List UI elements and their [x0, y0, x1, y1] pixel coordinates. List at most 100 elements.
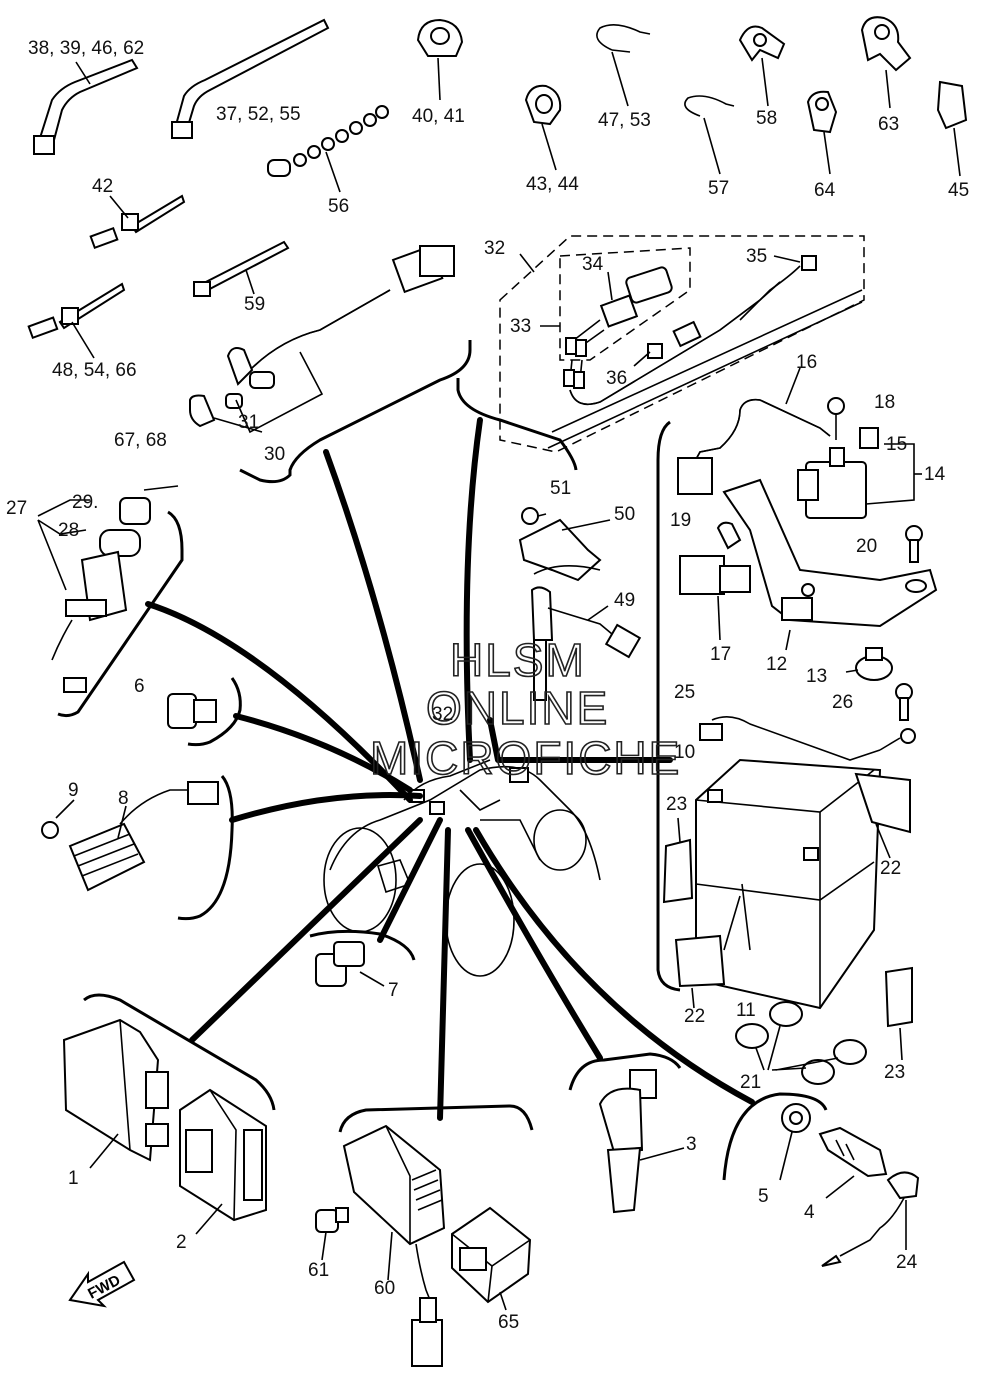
label-16: 16 — [796, 352, 817, 373]
fuse-box-17 — [679, 555, 751, 641]
label-32-top: 32 — [484, 238, 505, 259]
wire-harness-32 — [499, 235, 865, 453]
label-34: 34 — [582, 254, 604, 275]
label-37-52-55: 37, 52, 55 — [216, 104, 301, 125]
harness-lines — [145, 417, 755, 1121]
label-1: 1 — [68, 1168, 79, 1189]
label-3: 3 — [686, 1134, 697, 1155]
speed-sensor-49 — [518, 507, 642, 701]
label-23-left: 23 — [666, 794, 687, 815]
label-58: 58 — [756, 108, 777, 129]
label-63: 63 — [878, 114, 899, 135]
label-22-bottom: 22 — [684, 1006, 705, 1027]
label-65: 65 — [498, 1312, 519, 1333]
cable-tie-48 — [27, 282, 126, 359]
rectifier-regulator-8 — [41, 781, 219, 892]
label-57: 57 — [708, 178, 729, 199]
cable-tie-37 — [171, 18, 330, 139]
bolt-61 — [315, 1207, 349, 1261]
label-27: 27 — [6, 498, 27, 519]
plug-wire-24 — [821, 1171, 920, 1267]
label-51: 51 — [550, 478, 571, 499]
clip-45 — [936, 80, 968, 177]
battery-pad-23a — [662, 817, 694, 904]
label-9: 9 — [68, 780, 79, 801]
label-13: 13 — [806, 666, 827, 687]
thermo-switch-7 — [315, 941, 385, 987]
label-26: 26 — [832, 692, 853, 713]
label-7: 7 — [388, 980, 399, 1001]
label-8: 8 — [118, 788, 129, 809]
starter-relay-14 — [797, 397, 922, 519]
watermark-line-3: MICROFICHE — [370, 732, 681, 784]
watermark-line-2: ONLINE — [426, 682, 609, 734]
battery-pad-22a — [854, 772, 911, 859]
label-42: 42 — [92, 176, 113, 197]
label-40-41: 40, 41 — [412, 106, 465, 127]
clamp-64 — [806, 90, 838, 175]
label-23-bottom: 23 — [884, 1062, 905, 1083]
label-25: 25 — [674, 682, 695, 703]
ignition-coil-3 — [598, 1069, 685, 1214]
label-60: 60 — [374, 1278, 395, 1299]
spark-plug-4 — [818, 1126, 888, 1199]
clamp-58 — [738, 25, 786, 107]
label-24: 24 — [896, 1252, 918, 1273]
label-36: 36 — [606, 368, 627, 389]
bolt-26 — [895, 683, 913, 721]
clamp-63 — [860, 16, 912, 109]
label-11: 11 — [736, 1000, 756, 1021]
label-38-39-46-62: 38, 39, 46, 62 — [28, 38, 144, 59]
label-22-right: 22 — [880, 858, 901, 879]
label-35: 35 — [746, 246, 767, 267]
label-59: 59 — [244, 294, 265, 315]
label-18: 18 — [874, 392, 895, 413]
relay-unit-60 — [342, 1124, 446, 1367]
label-12: 12 — [766, 654, 787, 675]
label-6: 6 — [134, 676, 145, 697]
spark-plug-cap-5 — [779, 1103, 811, 1181]
damper-13 — [845, 647, 893, 681]
battery-pad-23b — [884, 966, 913, 1061]
label-64: 64 — [814, 180, 836, 201]
label-45: 45 — [948, 180, 969, 201]
cable-tie-59 — [193, 240, 290, 297]
battery-11 — [695, 716, 916, 1010]
cdi-unit-1 — [62, 1018, 169, 1169]
thermo-unit-6 — [167, 693, 217, 729]
battery-pad-22b — [674, 934, 726, 1009]
label-19: 19 — [670, 510, 691, 531]
label-14: 14 — [924, 464, 946, 485]
label-2: 2 — [176, 1232, 187, 1253]
clamp-40 — [416, 18, 464, 101]
label-20: 20 — [856, 536, 877, 557]
label-17: 17 — [710, 644, 731, 665]
bolt-20 — [905, 525, 923, 563]
label-29: 29. — [72, 492, 98, 513]
label-50: 50 — [614, 504, 635, 525]
cable-tie-38 — [33, 58, 139, 155]
main-switch-27 — [37, 485, 179, 693]
damper-21 — [735, 1001, 867, 1085]
clamp-19 — [716, 521, 742, 550]
label-5: 5 — [758, 1186, 769, 1207]
battery-lead-16 — [677, 367, 831, 495]
label-4: 4 — [804, 1202, 815, 1223]
fwd-arrow: FWD — [68, 1260, 136, 1308]
cable-tie-42 — [89, 194, 186, 250]
label-67-68: 67, 68 — [114, 430, 167, 451]
label-56: 56 — [328, 196, 349, 217]
clip-57 — [684, 95, 735, 175]
clip-47 — [596, 24, 651, 107]
ecu-2 — [179, 1088, 267, 1235]
label-10: 10 — [674, 742, 695, 763]
label-49: 49 — [614, 590, 635, 611]
label-61: 61 — [308, 1260, 329, 1281]
label-48-54-66: 48, 54, 66 — [52, 360, 137, 381]
clamp-43 — [524, 84, 562, 171]
label-21: 21 — [740, 1072, 761, 1093]
watermark-line-1: HLSM — [450, 634, 586, 686]
label-43-44: 43, 44 — [526, 174, 579, 195]
part-labels: 38, 39, 46, 62 37, 52, 55 40, 41 47, 53 … — [6, 38, 969, 1333]
